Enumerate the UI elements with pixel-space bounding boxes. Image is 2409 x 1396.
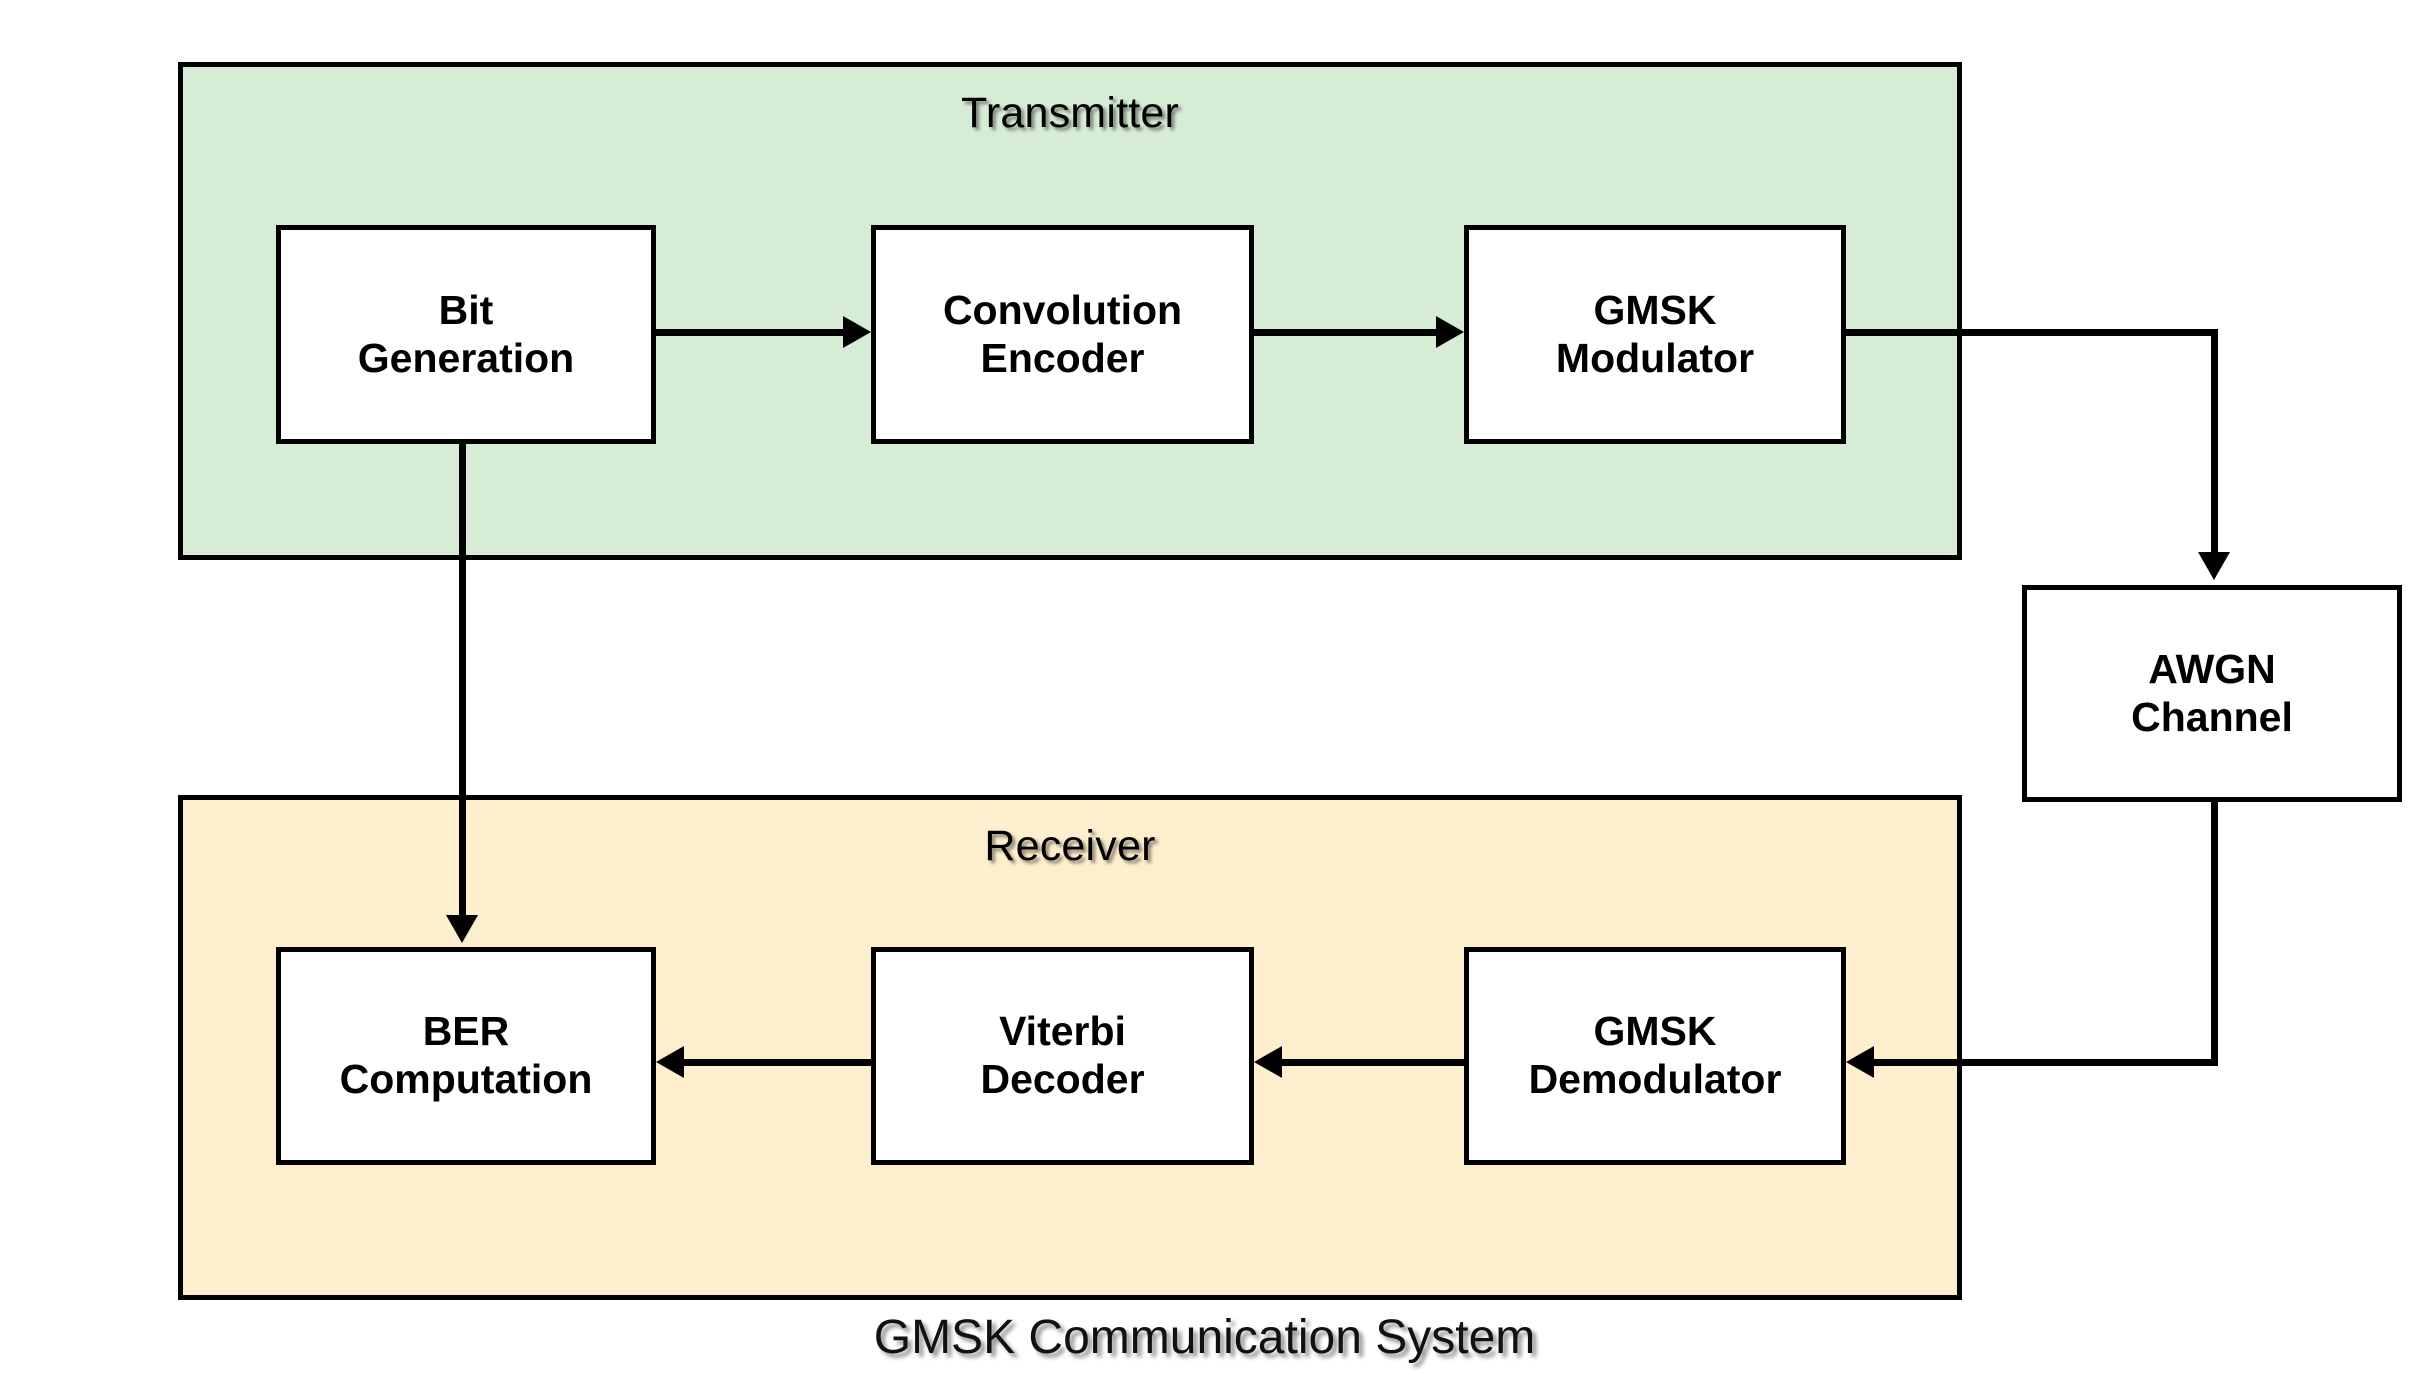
node-convolution-encoder-line2: Encoder <box>980 334 1145 381</box>
node-bit-generation-line1: Bit <box>438 286 494 333</box>
node-gmsk-modulator-line1: GMSK <box>1593 286 1717 333</box>
node-gmsk-demodulator-line1: GMSK <box>1593 1008 1717 1055</box>
arrowhead-down-icon <box>446 915 478 943</box>
edge-convolution-encoder-to-gmsk-modulator <box>1254 329 1439 336</box>
node-gmsk-demodulator[interactable]: GMSK Demodulator <box>1464 947 1846 1165</box>
receiver-group-label: Receiver <box>984 822 1156 870</box>
node-viterbi-decoder-line2: Decoder <box>980 1056 1145 1102</box>
edge-viterbi-decoder-to-ber-computation <box>684 1059 871 1066</box>
transmitter-group-label: Transmitter <box>960 89 1180 137</box>
arrowhead-left-icon <box>1254 1046 1282 1078</box>
diagram-caption: GMSK Communication System <box>873 1311 1536 1364</box>
node-bit-generation-line2: Generation <box>357 334 575 381</box>
node-viterbi-decoder-line1: Viterbi <box>999 1008 1126 1055</box>
node-ber-computation-line1: BER <box>422 1008 510 1055</box>
node-gmsk-modulator[interactable]: GMSK Modulator <box>1464 225 1846 444</box>
node-awgn-channel-line1: AWGN <box>2148 645 2276 692</box>
node-gmsk-modulator-line2: Modulator <box>1555 334 1755 381</box>
edge-bit-generation-to-ber-computation <box>459 444 466 919</box>
edge-gmsk-modulator-to-awgn-channel-horizontal <box>1846 329 2218 336</box>
arrowhead-left-icon <box>656 1046 684 1078</box>
edge-gmsk-demodulator-to-viterbi-decoder <box>1282 1059 1464 1066</box>
arrowhead-down-icon <box>2198 552 2230 580</box>
node-gmsk-demodulator-line2: Demodulator <box>1528 1056 1782 1102</box>
node-ber-computation[interactable]: BER Computation <box>276 947 656 1165</box>
node-viterbi-decoder[interactable]: Viterbi Decoder <box>871 947 1254 1165</box>
arrowhead-right-icon <box>843 316 871 348</box>
edge-gmsk-modulator-to-awgn-channel-vertical <box>2211 329 2218 553</box>
arrowhead-left-icon <box>1846 1046 1874 1078</box>
node-bit-generation[interactable]: Bit Generation <box>276 225 656 444</box>
edge-awgn-channel-to-gmsk-demodulator-horizontal <box>1874 1059 2218 1066</box>
node-awgn-channel[interactable]: AWGN Channel <box>2022 585 2402 802</box>
node-convolution-encoder-line1: Convolution <box>942 286 1183 333</box>
node-awgn-channel-line2: Channel <box>2131 693 2293 740</box>
node-ber-computation-line2: Computation <box>339 1056 593 1102</box>
edge-bit-generation-to-convolution-encoder <box>656 329 846 336</box>
arrowhead-right-icon <box>1436 316 1464 348</box>
node-convolution-encoder[interactable]: Convolution Encoder <box>871 225 1254 444</box>
edge-awgn-channel-to-gmsk-demodulator-vertical <box>2211 802 2218 1066</box>
